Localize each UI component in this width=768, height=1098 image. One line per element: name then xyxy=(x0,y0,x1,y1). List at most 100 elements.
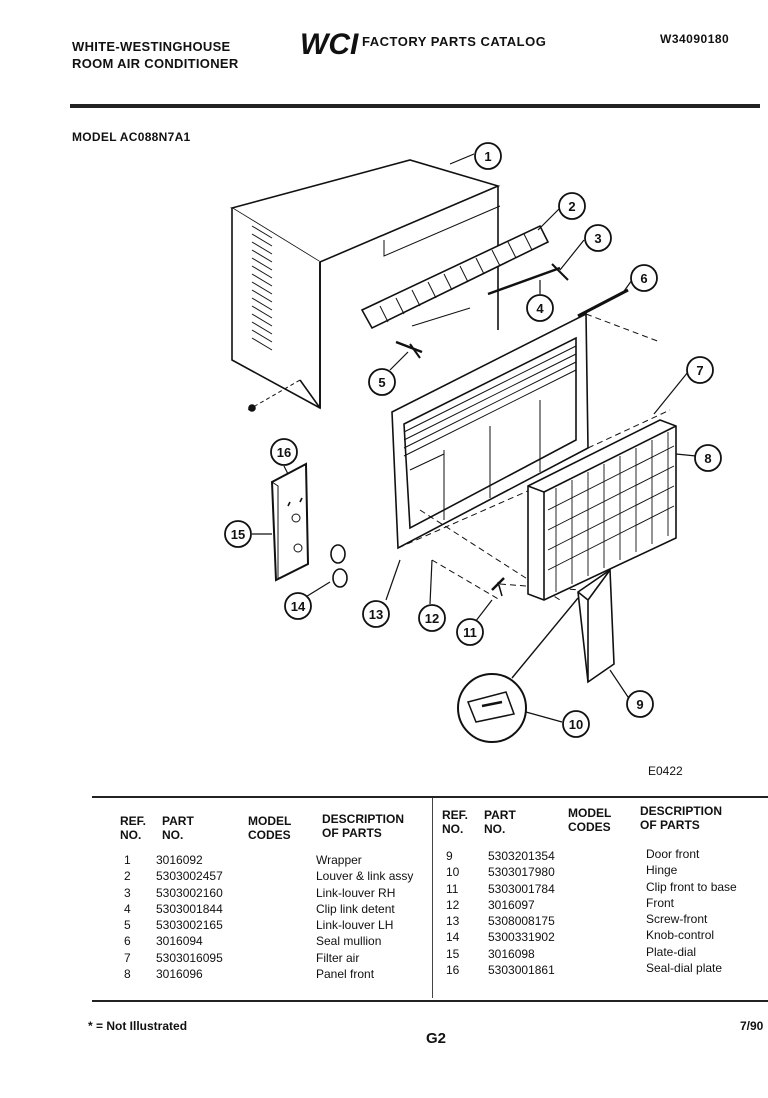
col-part-right: 5303201354 5303017980 5303001784 3016097… xyxy=(488,848,555,978)
callout-6: 6 xyxy=(640,271,647,286)
callout-9: 9 xyxy=(636,697,643,712)
header-ref-left: REF. NO. xyxy=(120,814,147,842)
callout-13: 13 xyxy=(369,607,383,622)
table-cell: Knob-control xyxy=(646,928,715,943)
callout-3: 3 xyxy=(594,231,601,246)
table-cell: 2 xyxy=(124,869,131,884)
table-cell: Wrapper xyxy=(316,853,362,867)
table-cell: 5303001861 xyxy=(488,963,555,978)
table-cell: 5303016095 xyxy=(156,950,223,965)
table-cell: 8 xyxy=(124,967,131,982)
callout-14: 14 xyxy=(291,599,306,614)
table-cell: 5 xyxy=(124,918,131,933)
callout-8: 8 xyxy=(704,451,711,466)
table-cell: Panel front xyxy=(316,967,375,982)
part-panel-front xyxy=(391,312,589,550)
table-cell: 5300331902 xyxy=(488,930,555,945)
table-cell: 3 xyxy=(124,885,131,900)
table-cell: Screw-front xyxy=(646,912,708,927)
table-cell: Clip link detent xyxy=(316,901,395,916)
table-cell: Plate-dial xyxy=(646,944,697,959)
table-cell: 4 xyxy=(124,901,131,916)
table-cell: Front xyxy=(646,895,675,910)
table-divider xyxy=(432,798,433,998)
part-knob-control xyxy=(330,544,348,588)
header-desc-left: DESCRIPTION OF PARTS xyxy=(322,812,405,840)
table-cell: 5303001844 xyxy=(156,901,223,916)
table-rule-top xyxy=(92,796,768,798)
part-link-lh xyxy=(395,340,423,359)
table-cell: 3016097 xyxy=(488,897,535,912)
logo-text: WCI xyxy=(300,28,359,58)
callout-5: 5 xyxy=(378,375,385,390)
callout-10: 10 xyxy=(569,717,583,732)
table-cell: 3016098 xyxy=(488,946,535,961)
table-rule-bottom xyxy=(92,1000,768,1002)
part-hinge-detail xyxy=(457,597,579,743)
table-cell: 5303201354 xyxy=(488,849,555,863)
col-desc-right: Door front Hinge Clip front to base Fron… xyxy=(646,846,737,976)
header-codes-right: MODEL CODES xyxy=(568,806,612,834)
header-part-left: PART NO. xyxy=(162,814,194,842)
table-cell: Door front xyxy=(646,847,700,861)
brand-block: WHITE-WESTINGHOUSE ROOM AIR CONDITIONER xyxy=(72,38,239,72)
header-rule xyxy=(70,104,760,108)
callout-2: 2 xyxy=(568,199,575,214)
product-line: ROOM AIR CONDITIONER xyxy=(72,56,239,71)
table-cell: 5303001784 xyxy=(488,881,555,896)
callout-1: 1 xyxy=(484,149,491,164)
part-filter-air xyxy=(527,419,677,601)
part-seal-mullion xyxy=(577,288,629,318)
table-cell: 5308008175 xyxy=(488,914,555,929)
table-cell: 7 xyxy=(124,950,131,965)
part-link-rh xyxy=(487,263,569,296)
callout-4: 4 xyxy=(536,301,544,316)
part-louver-assy xyxy=(360,224,550,330)
footnote: * = Not Illustrated xyxy=(88,1019,188,1033)
table-cell: Hinge xyxy=(646,863,678,878)
header-codes-left: MODEL CODES xyxy=(248,814,292,842)
revision-date: 7/90 xyxy=(740,1019,764,1033)
table-cell: 1 xyxy=(124,853,131,867)
table-cell: 5303017980 xyxy=(488,865,555,880)
table-cell: 10 xyxy=(446,865,460,880)
table-cell: Link-louver RH xyxy=(316,885,396,900)
table-cell: 9 xyxy=(446,849,453,863)
table-cell: 6 xyxy=(124,934,131,949)
wci-logo: WCI xyxy=(300,28,359,58)
table-cell: 12 xyxy=(446,897,460,912)
table-cell: Seal mullion xyxy=(316,934,382,949)
table-cell: 5303002165 xyxy=(156,918,223,933)
table-cell: Link-louver LH xyxy=(316,918,394,933)
table-cell: 5303002457 xyxy=(156,869,223,884)
table-cell: 5303002160 xyxy=(156,885,223,900)
table-cell: Seal-dial plate xyxy=(646,961,723,976)
header-part-right: PART NO. xyxy=(484,808,516,836)
table-cell: 16 xyxy=(446,963,460,978)
table-cell: 14 xyxy=(446,930,460,945)
model-number: MODEL AC088N7A1 xyxy=(72,130,191,144)
col-desc-left: Wrapper Louver & link assy Link-louver R… xyxy=(316,852,413,982)
page-code: G2 xyxy=(426,1030,447,1047)
col-part-left: 3016092 5303002457 5303002160 5303001844… xyxy=(156,852,223,982)
brand-name: WHITE-WESTINGHOUSE xyxy=(72,39,231,54)
figure-code: E0422 xyxy=(648,764,683,778)
col-ref-left: 1 2 3 4 5 6 7 8 xyxy=(124,852,131,982)
header-ref-right: REF. NO. xyxy=(442,808,469,836)
header-desc-right: DESCRIPTION OF PARTS xyxy=(640,804,723,832)
table-cell: 15 xyxy=(446,946,460,961)
table-cell: 11 xyxy=(446,881,459,896)
table-cell: Clip front to base xyxy=(646,879,737,894)
callout-11: 11 xyxy=(463,625,477,640)
col-ref-right: 9 10 11 12 13 14 15 16 xyxy=(446,848,459,978)
catalog-title: FACTORY PARTS CATALOG xyxy=(362,34,547,49)
part-wrapper xyxy=(229,159,501,412)
part-plate-dial xyxy=(270,462,310,582)
table-cell: 3016092 xyxy=(156,853,203,867)
table-cell: 13 xyxy=(446,914,460,929)
table-cell: 3016094 xyxy=(156,934,203,949)
exploded-parts-diagram: 1 2 3 4 5 6 7 8 9 10 11 12 13 14 15 16 xyxy=(224,142,722,743)
table-cell: 3016096 xyxy=(156,967,203,982)
callout-12: 12 xyxy=(425,611,439,626)
callout-15: 15 xyxy=(231,527,245,542)
